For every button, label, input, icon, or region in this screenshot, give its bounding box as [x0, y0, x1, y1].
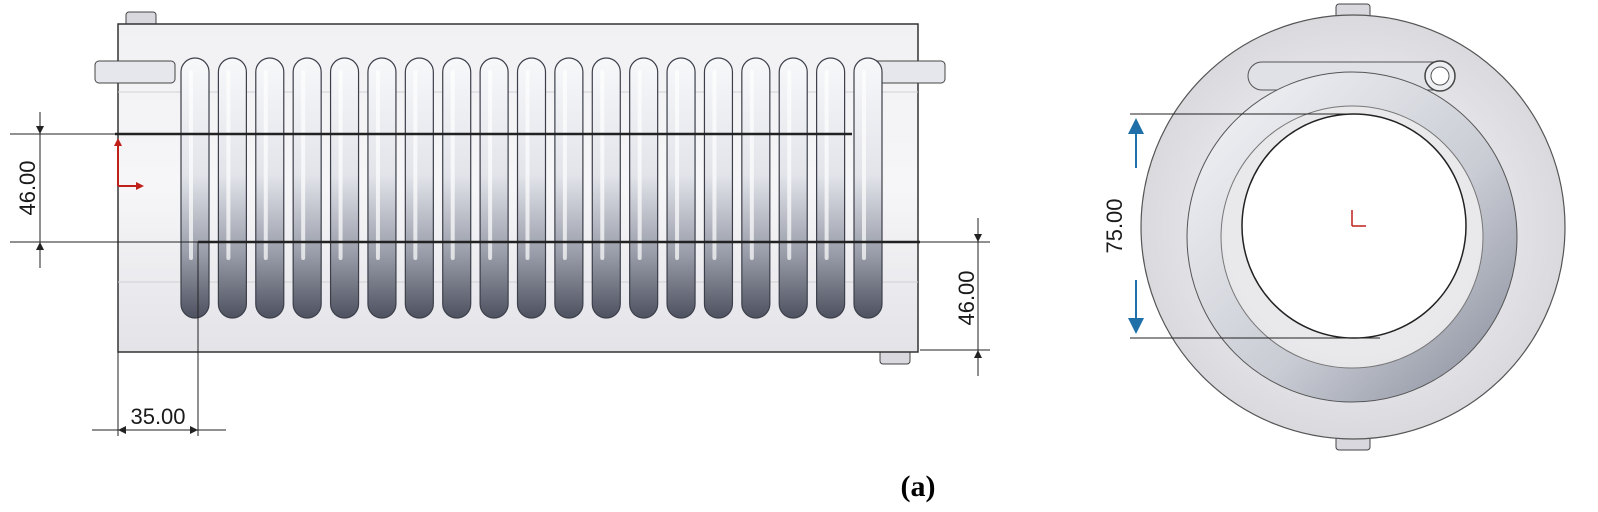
dimension-diameter: 75.00 [1102, 113, 1380, 339]
coil-turn [666, 57, 696, 319]
dimension-bottom-horizontal: 35.00 [92, 242, 226, 436]
coil-turn [255, 57, 285, 319]
coil-turn [816, 57, 846, 319]
end-view: 75.00 [1102, 3, 1566, 451]
coil-turn [629, 57, 659, 319]
inlet-pipe-left [94, 60, 176, 84]
coil-turn [554, 57, 584, 319]
dimension-label-left: 46.00 [15, 160, 40, 215]
coil-turn [778, 57, 808, 319]
coil-turn [479, 57, 509, 319]
coil-turn [292, 57, 322, 319]
coil-turn [329, 57, 360, 319]
dimension-left-vertical: 46.00 [10, 112, 198, 268]
coil-turn [442, 57, 472, 319]
end-origin-icon [1351, 210, 1366, 227]
coil-turn [180, 57, 210, 319]
coil-turn [367, 57, 397, 319]
dimension-label-right: 46.00 [954, 270, 979, 325]
coil-turn [853, 57, 883, 319]
coil-turn [404, 57, 434, 319]
coil-turn [741, 57, 771, 319]
origin-triad-icon [114, 138, 144, 190]
coil-turn [591, 57, 621, 319]
figure-caption: (a) [901, 470, 936, 503]
coil-turn [217, 57, 247, 319]
side-view: 46.00 46.00 35.00 [10, 11, 990, 436]
coil-turn [516, 57, 547, 319]
end-coil-ring [1187, 72, 1517, 402]
coil-turns [180, 57, 883, 319]
dimension-label-diameter: 75.00 [1102, 198, 1127, 253]
coil-turn [703, 57, 734, 319]
dimension-label-bottom: 35.00 [130, 404, 185, 429]
dimension-right-vertical: 46.00 [920, 218, 990, 376]
